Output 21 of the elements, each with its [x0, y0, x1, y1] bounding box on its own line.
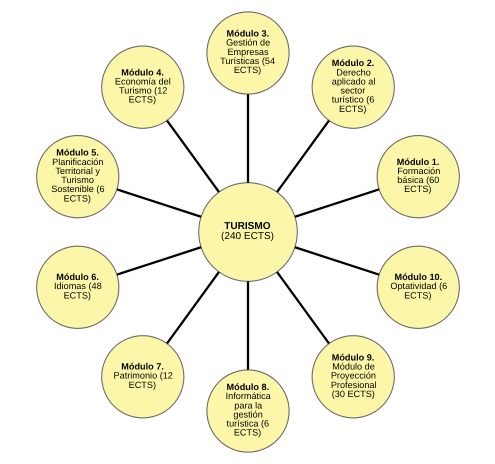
node-circle: Módulo 6. Idiomas (48 ECTS)	[36, 246, 119, 329]
node-circle: Módulo 10. Optatividad (6 ECTS)	[376, 246, 460, 329]
connector	[166, 120, 220, 193]
node-circle: Módulo 8. Informática para la gestión turística (6 ECTS)	[206, 369, 290, 453]
connector	[294, 246, 379, 276]
connector	[276, 271, 330, 344]
node-circle: Módulo 5. Planificación Territorial y Turismo Sostenible (6 ECTS)	[36, 135, 119, 218]
node-circle: Módulo 7. Patrimonio (12 ECTS)	[100, 335, 184, 418]
connector	[246, 94, 249, 183]
node-circle: Módulo 2. Derecho aplicado al sector turístico (6 ECTS)	[311, 46, 394, 129]
node-circle: Módulo 9. Módulo de Proyección Profesional (30 ECTS)	[311, 335, 394, 418]
node-circle: Módulo 1. Formación básica (60 ECTS)	[376, 135, 460, 218]
connector	[116, 188, 201, 218]
connector	[166, 271, 220, 344]
node-circle: Módulo 3. Gestión de Empresas Turísticas (54 ECTS)	[206, 11, 290, 95]
node-circle: Módulo 4. Economía del Turismo (12 ECTS)	[100, 46, 184, 129]
node-circle: TURISMO (240 ECTS)	[198, 182, 298, 282]
connector	[246, 281, 249, 370]
connector	[276, 120, 330, 193]
connector	[116, 246, 201, 276]
connector	[294, 188, 379, 218]
